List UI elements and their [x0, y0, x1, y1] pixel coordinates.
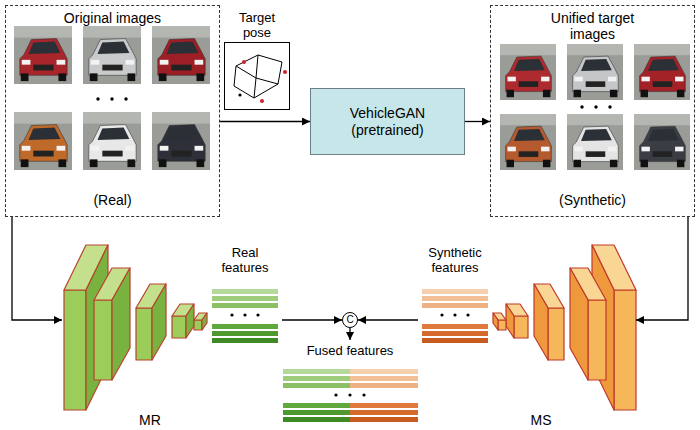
pose-heading: Target pose — [228, 10, 286, 40]
pose-box: Target pose — [224, 42, 290, 110]
flow-arrow — [282, 319, 342, 320]
feature-bar — [422, 289, 488, 294]
feature-bar — [212, 338, 278, 343]
feature-bar — [350, 383, 418, 388]
pose-outline — [236, 66, 278, 84]
feature-bar — [350, 369, 418, 374]
feature-block: Synthetic features — [418, 243, 492, 348]
feature-bar — [212, 296, 278, 301]
feature-bar — [422, 296, 488, 301]
car-photo — [500, 114, 556, 170]
feature-bar — [350, 417, 418, 422]
car-photo — [152, 26, 210, 84]
ellipsis-dot — [256, 313, 259, 316]
ellipsis-dot — [348, 393, 351, 396]
pose-keypoint — [242, 60, 246, 64]
car-photo — [83, 112, 141, 170]
real-network-drawing — [64, 245, 207, 410]
feature-bar — [212, 324, 278, 329]
feature-bar — [422, 338, 488, 343]
car-photo — [634, 114, 690, 170]
feature-bar — [422, 331, 488, 336]
ellipsis-dot — [440, 313, 443, 316]
feature-bar — [283, 417, 350, 422]
car-photo — [83, 26, 141, 84]
flow-arrow — [358, 319, 418, 320]
feature-bar — [350, 376, 418, 381]
flow-arrow — [636, 217, 688, 320]
network-block: MS — [495, 240, 636, 430]
flow-arrow — [349, 328, 350, 340]
concat-node: C — [342, 312, 358, 328]
network-name: MR — [130, 413, 170, 428]
feature-bar — [283, 376, 350, 381]
ellipsis-dot — [110, 97, 113, 100]
network-block: MR — [62, 240, 205, 430]
group-tag: (Synthetic) — [491, 192, 694, 208]
feature-bar — [212, 331, 278, 336]
feature-block: Real features — [208, 243, 282, 348]
fused-feature-bars — [283, 369, 418, 422]
pose-sketch — [234, 55, 287, 103]
synthetic-feature-bars — [422, 289, 488, 343]
feature-bar — [212, 289, 278, 294]
pose-outline — [234, 55, 282, 98]
real-feature-bars — [212, 289, 278, 343]
image-group-box: Original images (Real) — [5, 5, 220, 217]
synthetic-car-photos — [500, 44, 690, 170]
feature-bar — [283, 369, 350, 374]
ellipsis-dot — [96, 97, 99, 100]
car-photo — [567, 44, 623, 100]
network-name: MS — [521, 413, 561, 428]
pose-keypoint — [260, 99, 264, 103]
generator-box: VehicleGAN (pretrained) — [310, 88, 465, 155]
car-photo — [14, 112, 72, 170]
feature-bar — [422, 324, 488, 329]
car-photo — [14, 26, 72, 84]
group-tag: (Real) — [6, 192, 219, 208]
feature-heading: Fused features — [280, 343, 420, 358]
feature-bar — [283, 383, 350, 388]
car-photo — [567, 114, 623, 170]
image-group-box: Unified target images (Synthetic) — [490, 5, 695, 217]
ellipsis-dot — [608, 105, 611, 108]
group-title: Original images — [6, 10, 219, 26]
feature-heading: Synthetic features — [422, 245, 488, 275]
car-photo — [152, 112, 210, 170]
car-photo — [500, 44, 556, 100]
feature-bar — [422, 303, 488, 308]
generator-name: VehicleGAN (pretrained) — [333, 105, 443, 139]
concat-symbol: C — [343, 313, 357, 327]
real-car-photos — [14, 26, 210, 170]
feature-bar — [283, 403, 350, 408]
car-photo — [634, 44, 690, 100]
ellipsis-dot — [453, 313, 456, 316]
feature-block: Fused features — [280, 340, 420, 424]
pose-keypoint — [238, 93, 241, 96]
synthetic-network-drawing — [493, 245, 636, 410]
ellipsis-dot — [334, 393, 337, 396]
feature-bar — [350, 403, 418, 408]
ellipsis-dot — [243, 313, 246, 316]
feature-heading: Real features — [212, 245, 278, 275]
pose-outline — [254, 55, 258, 98]
ellipsis-dot — [580, 105, 583, 108]
ellipsis-dot — [466, 313, 469, 316]
feature-bar — [212, 303, 278, 308]
flow-arrow — [12, 217, 62, 320]
ellipsis-dot — [594, 105, 597, 108]
ellipsis-dot — [230, 313, 233, 316]
flow-arrow — [220, 121, 310, 122]
ellipsis-dot — [362, 393, 365, 396]
ellipsis-dot — [124, 97, 127, 100]
feature-bar — [283, 410, 350, 415]
group-title: Unified target images — [535, 10, 650, 42]
feature-bar — [350, 410, 418, 415]
pose-keypoint — [283, 70, 287, 74]
flow-arrow — [465, 121, 490, 122]
